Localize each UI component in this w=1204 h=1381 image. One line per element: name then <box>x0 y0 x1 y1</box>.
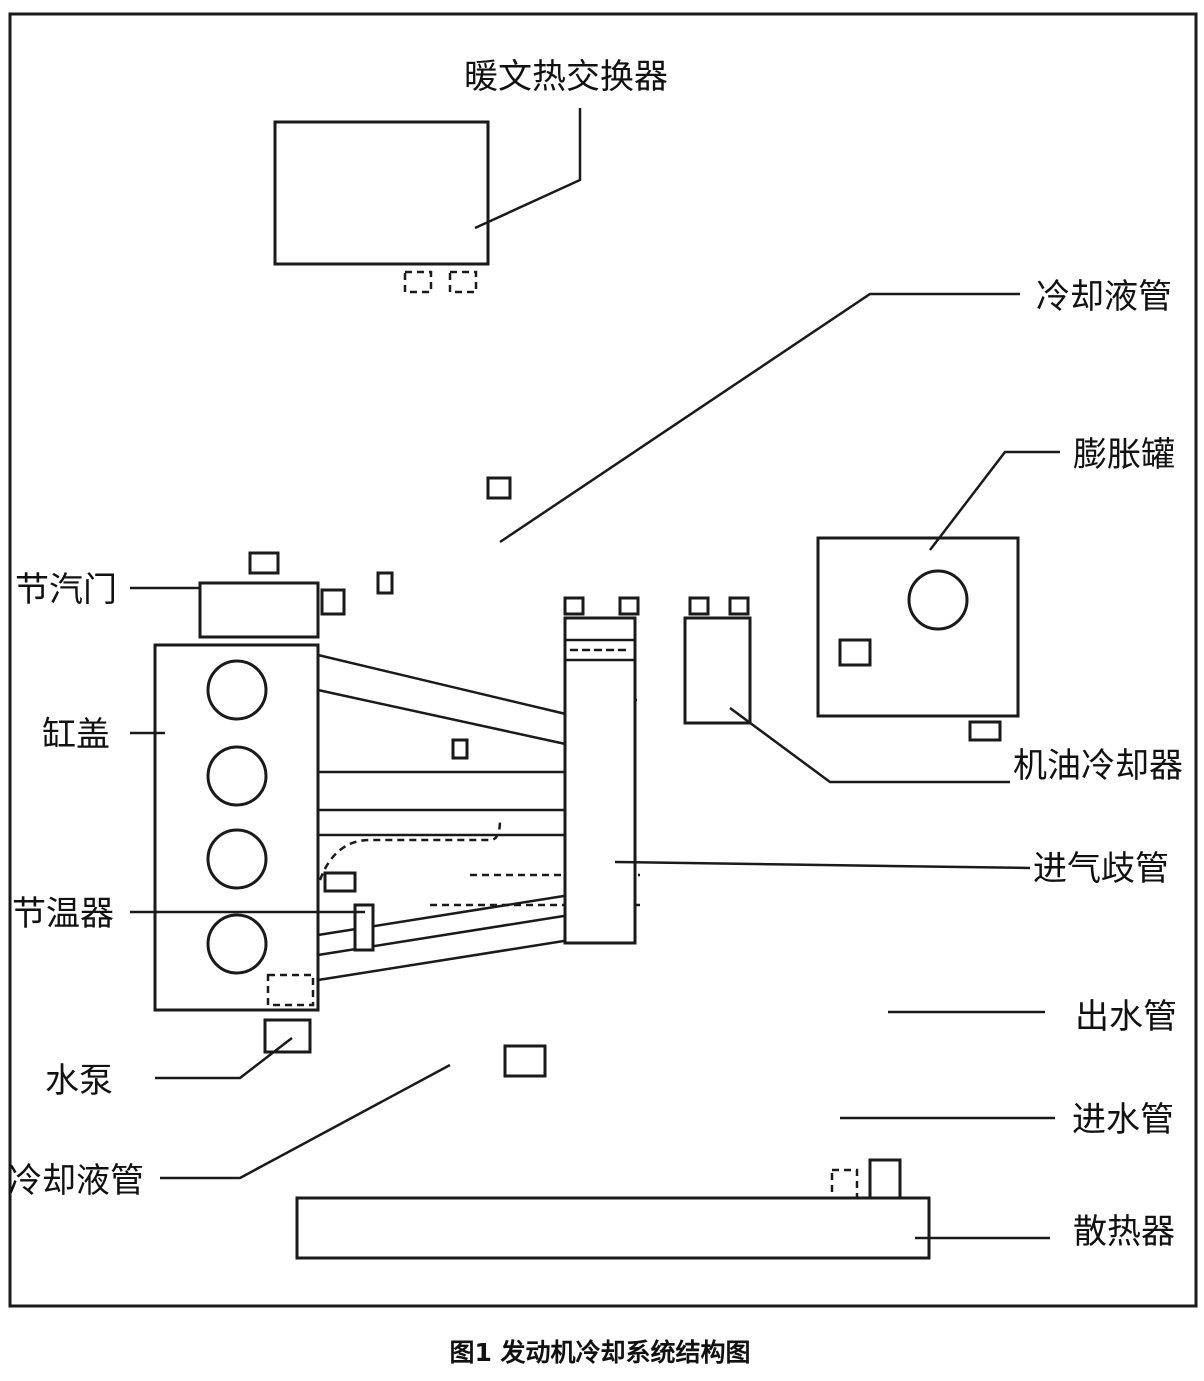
label-cylinder-head: 缸盖 <box>42 715 110 755</box>
label-coolant-pipe-bottom: 冷却液管 <box>8 1161 144 1201</box>
cylinder-head <box>153 643 320 1012</box>
intake-manifold <box>563 616 637 945</box>
throttle-valve-box <box>198 581 320 639</box>
radiator-box <box>295 1196 931 1260</box>
label-expansion-tank: 膨胀罐 <box>1073 435 1175 475</box>
figure-caption: 图1 发动机冷却系统结构图 <box>449 1338 750 1367</box>
expansion-tank <box>816 536 1020 718</box>
connectors <box>248 270 1002 1200</box>
label-thermostat: 节温器 <box>12 894 114 934</box>
label-throttle-valve: 节汽门 <box>15 570 117 610</box>
label-intake-manifold: 进气歧管 <box>1033 849 1169 889</box>
cylinder-4 <box>206 913 268 975</box>
cylinder-2 <box>206 745 268 807</box>
label-heater-core: 暖文热交换器 <box>464 57 668 97</box>
label-inlet-pipe: 进水管 <box>1072 1100 1174 1140</box>
label-water-pump: 水泵 <box>45 1061 113 1101</box>
diagram-frame <box>8 12 1198 1308</box>
label-coolant-pipe-top: 冷却液管 <box>1036 277 1172 317</box>
water-pump-box <box>263 1018 312 1054</box>
label-radiator: 散热器 <box>1073 1212 1175 1252</box>
leader-lines <box>130 108 1060 1240</box>
label-oil-cooler: 机油冷却器 <box>1013 746 1183 786</box>
oil-cooler-box <box>683 616 752 725</box>
cylinder-1 <box>206 659 268 721</box>
expansion-tank-cap <box>907 569 969 631</box>
cylinder-3 <box>206 828 268 890</box>
label-outlet-pipe: 出水管 <box>1075 997 1177 1037</box>
thermostat-box <box>353 903 375 952</box>
heater-core-box <box>273 120 490 266</box>
